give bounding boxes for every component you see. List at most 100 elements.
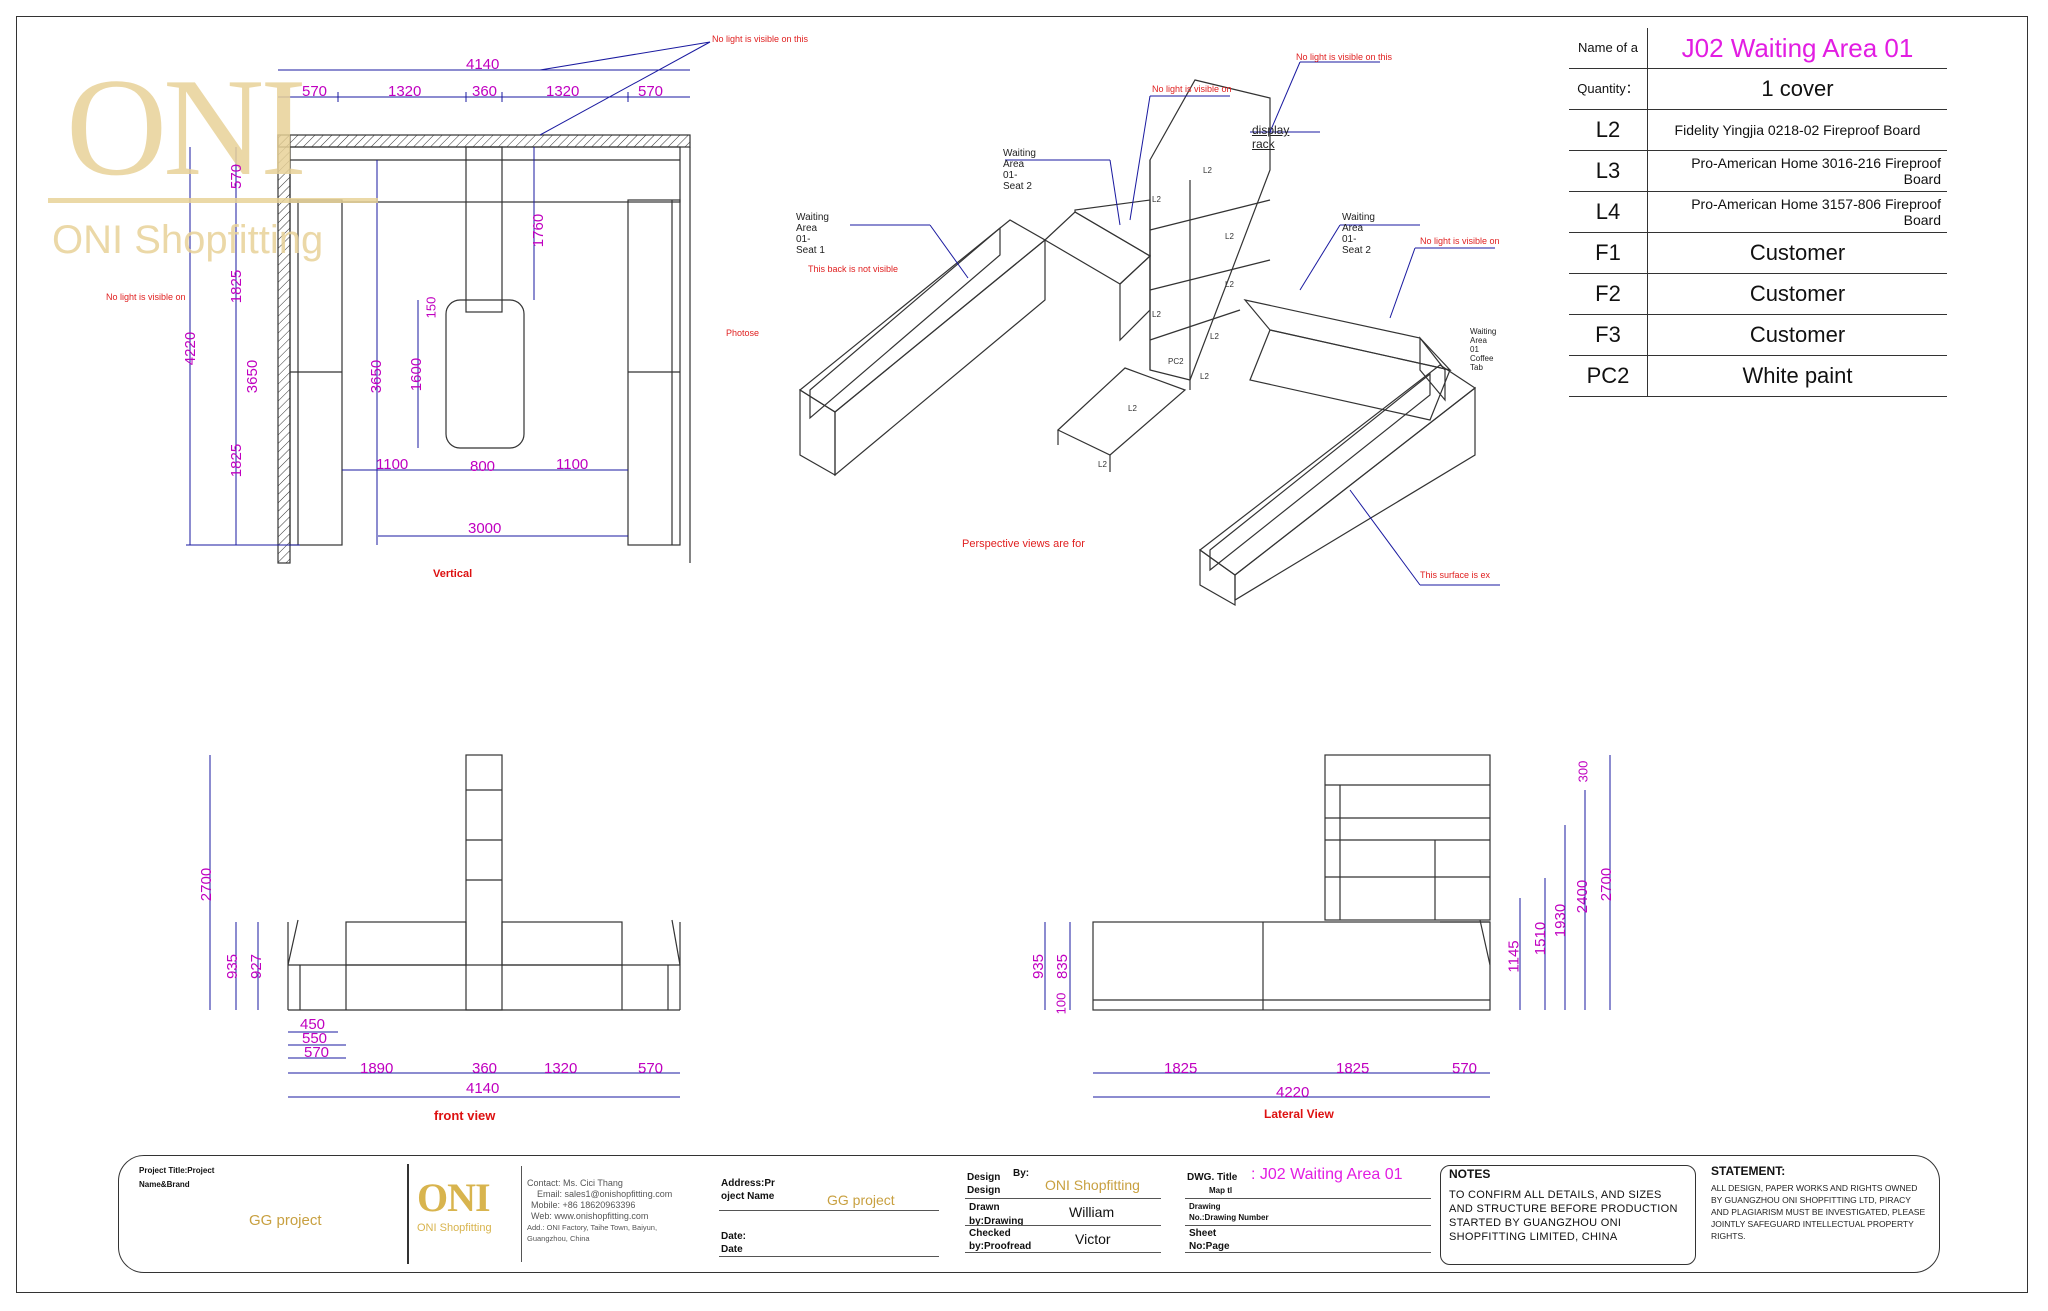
persp-note-1: No light is visible on xyxy=(1152,84,1232,94)
design-label: Design xyxy=(967,1172,1001,1183)
dim-3650-inner: 3650 xyxy=(368,359,386,394)
dim-570-front: 570 xyxy=(304,1044,330,1061)
divider xyxy=(965,1225,1161,1226)
divider xyxy=(965,1198,1161,1199)
dim-927-front: 927 xyxy=(248,953,266,980)
address-label-2: oject Name xyxy=(721,1191,775,1202)
sheet-label-2: No:Page xyxy=(1189,1241,1230,1252)
drawing-label-1: Drawing xyxy=(1189,1202,1221,1211)
contact-block: Contact: Ms. Cici Thang Email: sales1@on… xyxy=(527,1178,672,1244)
plan-note-2: No light is visible on xyxy=(106,292,186,302)
table-row: F3 Customer xyxy=(1569,314,1947,356)
row-code: F2 xyxy=(1569,273,1648,315)
tag-l2-a: L2 xyxy=(1203,166,1212,175)
table-row: L2 Fidelity Yingjia 0218-02 Fireproof Bo… xyxy=(1569,109,1947,151)
persp-note-3: No light is visible on xyxy=(1420,236,1500,246)
drawn-label-2: by:Drawing xyxy=(969,1216,1024,1227)
plan-note-1: No light is visible on this xyxy=(712,34,809,44)
dim-450: 450 xyxy=(300,1016,326,1033)
plan-view xyxy=(277,134,691,564)
dim-1100-b: 1100 xyxy=(556,456,589,473)
dim-1890: 1890 xyxy=(360,1060,394,1077)
design-label-2: Design xyxy=(967,1185,1001,1196)
table-row: F2 Customer xyxy=(1569,273,1947,315)
dim-2700-lat: 2700 xyxy=(1598,867,1616,902)
persp-note-6: Perspective views are for xyxy=(962,538,1085,550)
tag-l2-b: L2 xyxy=(1152,195,1161,204)
dim-4140-top: 4140 xyxy=(466,56,500,73)
drawn-value: William xyxy=(1069,1204,1115,1220)
table-row: L3 Pro-American Home 3016-216 Fireproof … xyxy=(1569,150,1947,192)
table-row: F1 Customer xyxy=(1569,232,1947,274)
divider xyxy=(719,1210,939,1211)
row-code: L3 xyxy=(1569,150,1648,192)
dim-4220-lat: 4220 xyxy=(1276,1084,1310,1101)
label-display-rack: display rack xyxy=(1252,123,1290,151)
row-desc: Customer xyxy=(1647,314,1947,356)
tag-l2-c: L2 xyxy=(1225,232,1234,241)
map-label: Map tl xyxy=(1209,1186,1233,1195)
checked-value: Victor xyxy=(1075,1231,1111,1247)
label-seat2-b: Waiting Area 01-Seat 2 xyxy=(1342,212,1375,256)
row-desc: Fidelity Yingjia 0218-02 Fireproof Board xyxy=(1647,109,1947,151)
contact-line: Mobile: +86 18620963396 xyxy=(531,1200,636,1210)
dim-2400: 2400 xyxy=(1574,879,1592,914)
address-value: GG project xyxy=(827,1192,895,1208)
material-table: Name of a J02 Waiting Area 01 Quantity： … xyxy=(1569,28,1947,397)
dim-300: 300 xyxy=(1575,760,1591,783)
notes-text: TO CONFIRM ALL DETAILS, AND SIZES AND ST… xyxy=(1449,1189,1678,1243)
dim-835-lat: 835 xyxy=(1054,953,1072,980)
title-label: Name of a xyxy=(1569,28,1648,69)
dim-100-lat: 100 xyxy=(1053,992,1069,1015)
logo-watermark: ONI ONI Shopfitting xyxy=(48,58,388,268)
dim-935-front: 935 xyxy=(224,953,242,980)
project-title-label: Project Title:Project xyxy=(139,1166,215,1175)
divider xyxy=(407,1164,409,1264)
logo-text: ONI xyxy=(66,50,307,205)
dim-570-lat: 570 xyxy=(1452,1060,1478,1077)
address-label-1: Address:Pr xyxy=(721,1178,775,1189)
date-label-1: Date: xyxy=(721,1231,747,1242)
dim-1145: 1145 xyxy=(1505,940,1523,973)
dim-935-lat: 935 xyxy=(1030,953,1048,980)
sheet-border xyxy=(16,16,2028,1293)
title-logo-text: ONI xyxy=(417,1175,491,1220)
label-coffee-table: Waiting Area 01 Coffee Tab xyxy=(1470,327,1497,372)
statement-text: ALL DESIGN, PAPER WORKS AND RIGHTS OWNED… xyxy=(1711,1183,1926,1241)
dim-4220-left: 4220 xyxy=(182,331,200,366)
dim-570-a: 570 xyxy=(302,83,328,100)
table-title-row: Name of a J02 Waiting Area 01 xyxy=(1569,28,1947,69)
logo-rule xyxy=(48,198,378,203)
dim-550: 550 xyxy=(302,1030,328,1047)
logo-subtitle: ONI Shopfitting xyxy=(52,218,324,262)
dim-800: 800 xyxy=(470,458,496,475)
row-code: F3 xyxy=(1569,314,1648,356)
tag-l2-i: L2 xyxy=(1098,460,1107,469)
tag-l2-h: L2 xyxy=(1128,404,1137,413)
row-desc: White paint xyxy=(1647,355,1947,397)
notes-box: NOTES TO CONFIRM ALL DETAILS, AND SIZES … xyxy=(1440,1165,1696,1265)
row-code: PC2 xyxy=(1569,355,1648,397)
table-row: L4 Pro-American Home 3157-806 Fireproof … xyxy=(1569,191,1947,233)
checked-label-1: Checked xyxy=(969,1228,1011,1239)
project-name-label: Name&Brand xyxy=(139,1180,190,1189)
project-value: GG project xyxy=(249,1212,322,1229)
contact-line: Add.: ONI Factory, Taihe Town, Baiyun, xyxy=(527,1223,658,1232)
dim-1320-b: 1320 xyxy=(546,83,580,100)
notes-title: NOTES xyxy=(1449,1167,1491,1181)
dim-570-b: 570 xyxy=(638,83,664,100)
front-view-label: front view xyxy=(434,1108,496,1123)
dim-1510: 1510 xyxy=(1532,921,1550,956)
row-code: F1 xyxy=(1569,232,1648,274)
table-quantity-row: Quantity： 1 cover xyxy=(1569,68,1947,110)
dim-570-left: 570 xyxy=(228,163,246,190)
plan-dimensions xyxy=(186,41,711,546)
checked-label-2: by:Proofread xyxy=(969,1241,1032,1252)
persp-note-2: No light is visible on this xyxy=(1296,52,1393,62)
dim-360-front: 360 xyxy=(472,1060,498,1077)
dim-1600: 1600 xyxy=(408,357,426,392)
contact-line: Guangzhou, China xyxy=(527,1234,590,1243)
label-seat2-a: Waiting Area 01-Seat 2 xyxy=(1003,148,1036,192)
label-seat1: Waiting Area 01-Seat 1 xyxy=(796,212,829,256)
